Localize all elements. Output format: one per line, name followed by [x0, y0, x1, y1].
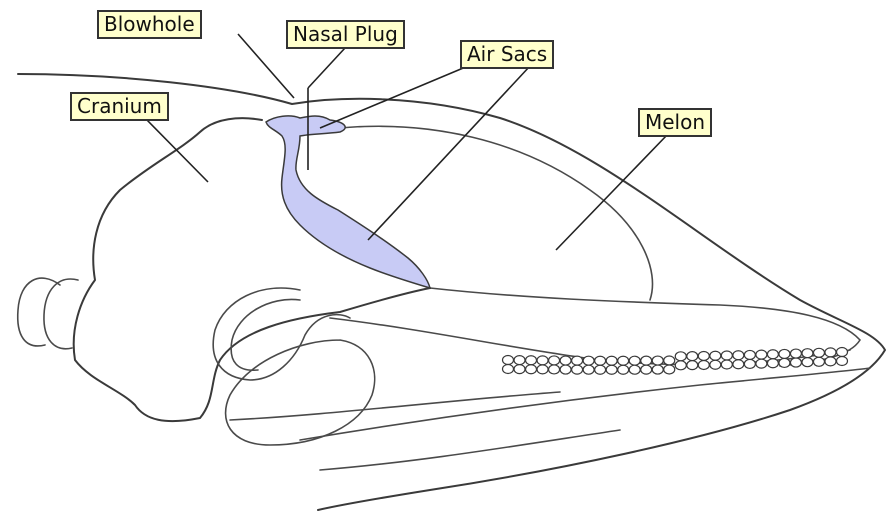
- tooth: [687, 352, 698, 361]
- tooth: [583, 365, 594, 374]
- label-nasal-plug: Nasal Plug: [286, 20, 405, 49]
- tooth: [733, 351, 744, 360]
- lower-jaw-line-2: [230, 392, 560, 420]
- tooth: [825, 348, 836, 357]
- tooth: [595, 365, 606, 374]
- tooth: [756, 359, 767, 368]
- tooth: [629, 356, 640, 365]
- tooth: [687, 361, 698, 370]
- tooth: [710, 360, 721, 369]
- skin-outline: [18, 74, 885, 510]
- tooth: [675, 352, 686, 361]
- tooth: [698, 351, 709, 360]
- tooth: [629, 365, 640, 374]
- tooth: [733, 360, 744, 369]
- tooth: [813, 357, 824, 366]
- tooth: [514, 356, 525, 365]
- tooth: [790, 349, 801, 358]
- tooth: [560, 356, 571, 365]
- air-passage: [266, 116, 430, 288]
- air-sacs-leader-lower: [368, 66, 530, 240]
- tooth: [652, 365, 663, 374]
- nasal-plug-leader: [308, 48, 345, 88]
- tooth: [837, 357, 848, 366]
- tooth: [537, 365, 548, 374]
- mandible-loop: [226, 340, 375, 445]
- tooth: [503, 356, 514, 365]
- tooth: [756, 350, 767, 359]
- tooth: [664, 356, 675, 365]
- tooth: [652, 356, 663, 365]
- tooth: [618, 365, 629, 374]
- tooth: [549, 356, 560, 365]
- teeth-row: [503, 348, 848, 375]
- tooth: [595, 356, 606, 365]
- lower-jaw-line: [300, 368, 870, 440]
- tooth: [664, 365, 675, 374]
- tooth: [606, 365, 617, 374]
- cranium-leader: [145, 118, 208, 182]
- tooth: [572, 356, 583, 365]
- tooth: [710, 351, 721, 360]
- tooth: [503, 365, 514, 374]
- tooth: [744, 359, 755, 368]
- tooth: [549, 365, 560, 374]
- label-cranium: Cranium: [70, 92, 169, 121]
- label-melon: Melon: [638, 108, 712, 137]
- tooth: [560, 365, 571, 374]
- tooth: [675, 361, 686, 370]
- tooth: [641, 356, 652, 365]
- tooth: [572, 365, 583, 374]
- tooth: [767, 359, 778, 368]
- air-sacs-leader-upper: [320, 66, 468, 128]
- tooth: [618, 356, 629, 365]
- tooth: [698, 360, 709, 369]
- tooth: [721, 360, 732, 369]
- label-blowhole: Blowhole: [97, 10, 202, 39]
- tooth: [825, 357, 836, 366]
- tooth: [744, 350, 755, 359]
- tooth: [837, 348, 848, 357]
- tooth: [802, 349, 813, 358]
- tooth: [641, 365, 652, 374]
- tooth: [514, 365, 525, 374]
- label-air-sacs: Air Sacs: [460, 40, 554, 69]
- tooth: [813, 348, 824, 357]
- tooth: [537, 356, 548, 365]
- tooth: [779, 349, 790, 358]
- tooth: [583, 356, 594, 365]
- tooth: [802, 358, 813, 367]
- tooth: [779, 358, 790, 367]
- tooth: [526, 356, 537, 365]
- tooth: [721, 351, 732, 360]
- occipital-lobe: [18, 278, 60, 346]
- tooth: [606, 356, 617, 365]
- tooth: [526, 365, 537, 374]
- tooth: [767, 350, 778, 359]
- tooth: [790, 358, 801, 367]
